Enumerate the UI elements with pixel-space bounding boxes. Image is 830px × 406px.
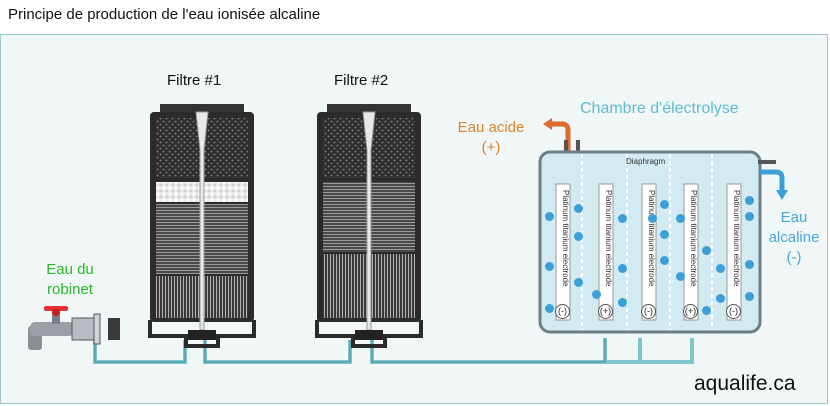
electrode-label-4: Platinum titanium electrode: [689, 190, 698, 287]
alkaline-water-label: Eau alcaline (-): [768, 209, 820, 266]
ion-dot: [660, 256, 669, 265]
ion-dot: [545, 262, 554, 271]
ion-dot: [592, 290, 601, 299]
ion-dot: [618, 214, 627, 223]
electrode-sign-1: (-): [555, 304, 570, 319]
ion-dot: [676, 272, 685, 281]
ion-dot: [574, 278, 583, 287]
acid-water-label: Eau acide (+): [457, 119, 525, 156]
chamber-label: Chambre d'électrolyse: [580, 100, 739, 117]
ion-dot: [618, 298, 627, 307]
ion-dot: [648, 214, 657, 223]
ion-dot: [660, 200, 669, 209]
electrode-sign-3: (-): [641, 304, 656, 319]
ion-dot: [574, 204, 583, 213]
ion-dot: [745, 260, 754, 269]
electrode-label-1: Platinum titanium electrode: [561, 190, 570, 287]
ion-dot: [618, 264, 627, 273]
ion-dot: [545, 212, 554, 221]
filter-1-label: Filtre #1: [167, 72, 222, 89]
ion-dot: [716, 264, 725, 273]
diagram-title: Principe de production de l'eau ionisée …: [8, 6, 321, 23]
alkaline-outlet-arrow: [758, 160, 788, 200]
brand-watermark: aqualife.ca: [694, 372, 796, 395]
diaphragm-label: Diaphragm: [626, 157, 666, 166]
ion-dot: [702, 306, 711, 315]
electrolysis-chamber: [538, 150, 762, 334]
ion-dot: [545, 304, 554, 313]
ion-dot: [660, 230, 669, 239]
electrode-label-2: Platinum titanium electrode: [604, 190, 613, 287]
filter-1: [148, 104, 256, 348]
filter-2-label: Filtre #2: [334, 72, 389, 89]
electrode-label-5: Platinum titanium electrode: [732, 190, 741, 287]
electrode-sign-5: (-): [726, 304, 741, 319]
ion-dot: [574, 232, 583, 241]
ion-dot: [676, 214, 685, 223]
electrode-sign-2: (+): [598, 304, 613, 319]
tap-water-label: Eau du robinet: [46, 261, 94, 298]
ion-dot: [745, 196, 754, 205]
electrode-sign-4: (+): [683, 304, 698, 319]
ion-dot: [716, 294, 725, 303]
tap-faucet-icon: [28, 306, 120, 350]
electrode-label-3: Platinum titanium electrode: [647, 190, 656, 287]
acid-outlet-arrow: [543, 118, 580, 154]
ion-dot: [745, 212, 754, 221]
filter-2: [315, 104, 423, 348]
ion-dot: [745, 292, 754, 301]
ion-dot: [702, 246, 711, 255]
